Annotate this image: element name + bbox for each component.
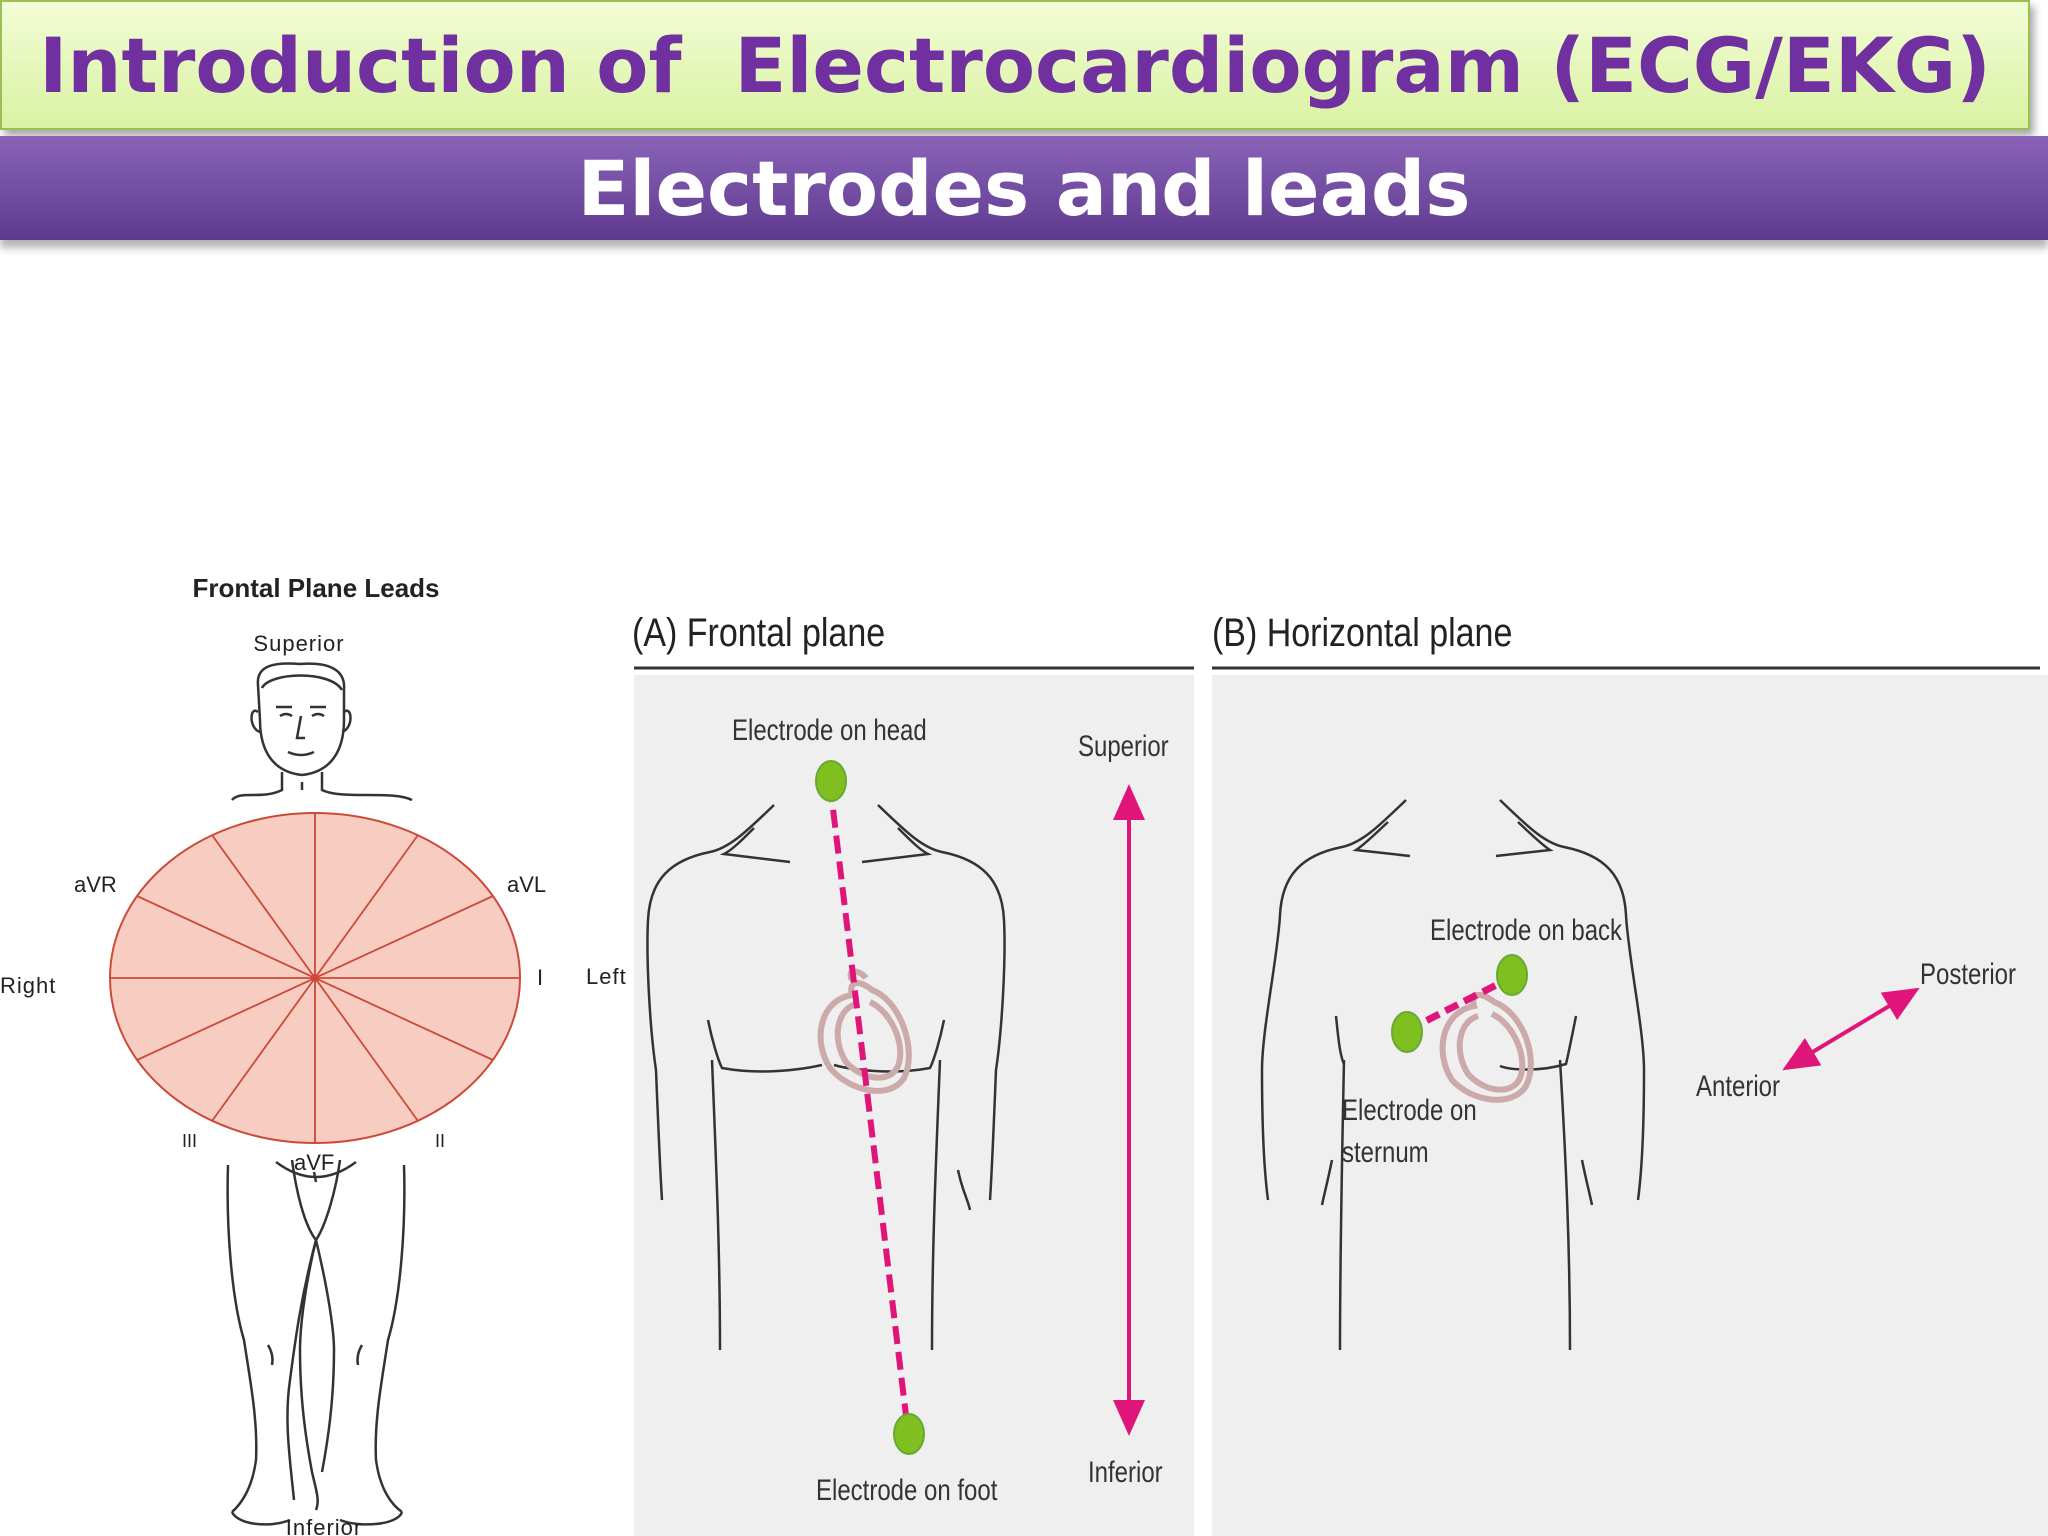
panel-b-heading: (B) Horizontal plane: [1212, 609, 1512, 654]
frontal-leads-heading: Frontal Plane Leads: [192, 573, 439, 603]
title-banner: Introduction of Electrocardiogram (ECG/E…: [0, 0, 2030, 130]
electrode-sternum-label-line1: Electrode on: [1342, 1092, 1477, 1126]
panel-a-inferior-label: Inferior: [1088, 1454, 1163, 1488]
lead-avr-label: aVR: [74, 872, 117, 897]
posterior-label: Posterior: [1920, 956, 2016, 990]
frontal-inferior-label: Inferior: [286, 1515, 362, 1536]
lead-iii-label: III: [182, 1131, 197, 1151]
lead-avf-label: aVF: [294, 1150, 334, 1175]
frontal-left-label: Left: [586, 964, 627, 989]
anterior-label: Anterior: [1696, 1068, 1780, 1102]
electrode-sternum-icon: [1391, 1011, 1423, 1053]
lead-avl-label: aVL: [507, 872, 546, 897]
lead-ii-label: II: [435, 1131, 445, 1151]
electrode-back-label: Electrode on back: [1430, 912, 1622, 946]
panel-a-torso-drawing: [646, 804, 1006, 1351]
electrode-foot-label: Electrode on foot: [816, 1472, 998, 1506]
panel-b-heart-drawing: [1439, 992, 1534, 1103]
panel-b-background: [1212, 675, 2048, 1536]
panel-a-heading: (A) Frontal plane: [632, 609, 885, 654]
lead-i-label: I: [537, 965, 543, 990]
person-legs-drawing: [226, 1159, 406, 1526]
electrode-sternum-label-line2: sternum: [1342, 1134, 1429, 1168]
panel-a-electrode-axis: [827, 783, 911, 1433]
person-head-drawing: [231, 662, 413, 802]
panel-a-superior-label: Superior: [1078, 728, 1169, 762]
lead-circle: [109, 812, 521, 1144]
slide-title: Introduction of Electrocardiogram (ECG/E…: [39, 20, 1991, 110]
panel-b-electrode-axis: [1406, 974, 1512, 1034]
electrode-head-icon: [815, 760, 847, 802]
panel-a-frontal-plane: (A) Frontal plane Electrode on head Elec…: [632, 609, 1194, 1536]
electrode-foot-icon: [893, 1413, 925, 1455]
electrode-head-label: Electrode on head: [732, 712, 927, 746]
panel-a-background: [634, 675, 1194, 1536]
electrode-back-icon: [1496, 954, 1528, 996]
frontal-leads-figure: Frontal Plane Leads Superior: [0, 573, 627, 1536]
anterior-posterior-arrow: [1782, 987, 1920, 1071]
panel-b-torso-drawing: [1260, 799, 1646, 1351]
frontal-right-label: Right: [0, 973, 56, 998]
frontal-superior-label: Superior: [253, 631, 344, 656]
slide-subtitle: Electrodes and leads: [577, 143, 1471, 233]
subtitle-banner: Electrodes and leads: [0, 136, 2048, 240]
panel-b-horizontal-plane: (B) Horizontal plane Electrode on back E…: [1212, 609, 2048, 1536]
